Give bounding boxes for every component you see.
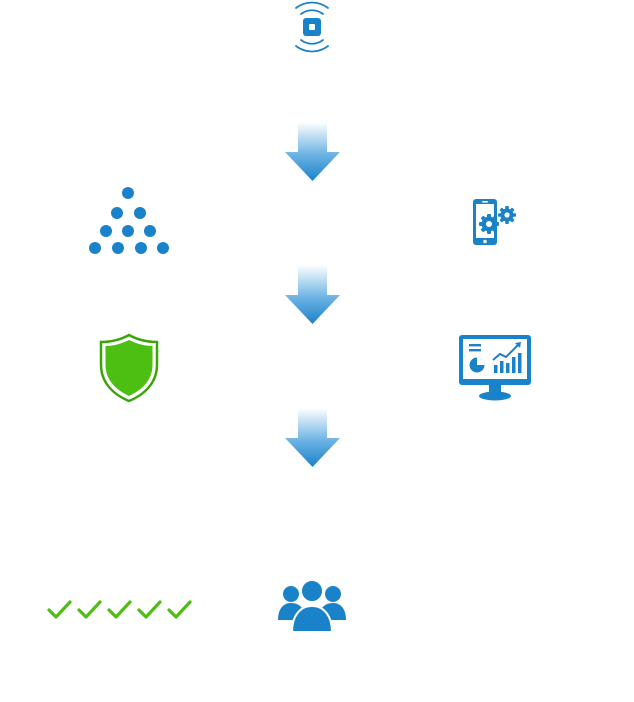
shield-icon — [98, 333, 160, 403]
down-arrow-icon — [284, 122, 341, 182]
analytics-monitor-icon — [457, 333, 533, 403]
mobile-settings-icon — [470, 198, 518, 246]
checkmarks-icon — [46, 598, 194, 622]
down-arrow-icon — [284, 265, 341, 325]
dot-pyramid-icon — [88, 186, 172, 256]
users-group-icon — [276, 578, 348, 634]
sensor-signal-icon — [287, 0, 337, 56]
down-arrow-icon — [284, 408, 341, 468]
